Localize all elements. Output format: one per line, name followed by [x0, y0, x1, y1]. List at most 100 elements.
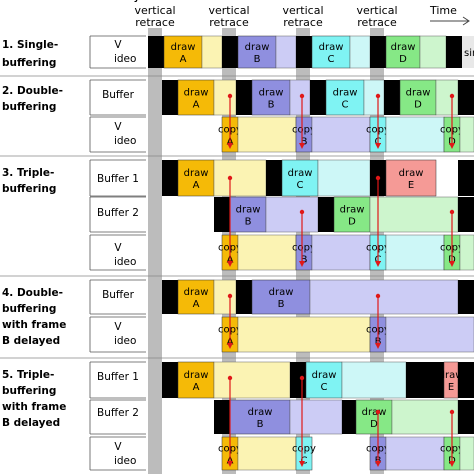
row-label: memory	[96, 0, 140, 3]
frame-display-block	[385, 234, 445, 271]
draw-label: draw	[362, 407, 387, 418]
clear-block	[266, 160, 282, 196]
draw-block	[163, 35, 203, 69]
clear-block	[148, 36, 164, 68]
draw-block	[229, 196, 267, 233]
frame-display-block	[201, 35, 223, 69]
row-label: Buffer 1	[97, 371, 139, 383]
clear-block	[458, 280, 474, 314]
draw-label: draw	[245, 42, 270, 53]
copy-arrow-head	[227, 261, 233, 267]
frame-label: A	[193, 299, 200, 310]
retrace-label: retrace	[283, 16, 323, 29]
clear-label: clear	[461, 284, 472, 310]
frame-display-block	[265, 196, 319, 233]
draw-block	[399, 79, 437, 116]
section-title: 3. Triple-	[2, 167, 54, 179]
section-title: buffering	[2, 303, 56, 315]
draw-label: draw	[399, 168, 424, 179]
clear-label: clear	[461, 367, 472, 393]
clear-block	[310, 80, 326, 115]
clear-block	[236, 80, 252, 115]
clear-label: clear	[165, 284, 176, 310]
clear-label: clear	[321, 201, 332, 227]
row-label: Buffer 2	[97, 207, 139, 219]
retrace-label: vertical	[356, 4, 397, 17]
row-label: memory	[96, 0, 140, 3]
frame-display-block	[309, 279, 459, 315]
retrace-band	[148, 28, 162, 474]
row-label: Video	[114, 321, 136, 347]
frame-display-block	[237, 436, 297, 471]
clear-label: clear	[461, 201, 472, 227]
clear-label: clear	[217, 404, 228, 430]
copy-arrow-head	[375, 461, 381, 467]
frame-label: D	[348, 217, 356, 228]
retrace-label: retrace	[135, 16, 175, 29]
copy-arrow-head	[375, 143, 381, 149]
frame-display-block	[369, 196, 459, 233]
clear-block	[222, 36, 238, 68]
retrace-label: vertical	[134, 4, 175, 17]
draw-label: draw	[312, 370, 337, 381]
retrace-label: vertical	[208, 4, 249, 17]
frame-display-block	[363, 79, 385, 116]
clear-label: clear	[151, 39, 162, 65]
clear-label: clear	[165, 165, 176, 191]
time-label: Time	[429, 4, 457, 17]
frame-display-block	[311, 234, 371, 271]
copy-label: copy	[292, 125, 316, 136]
clear-label: clear	[239, 284, 250, 310]
section-title: buffering	[2, 183, 56, 195]
clear-label: clear	[313, 84, 324, 110]
frame-display-block	[341, 361, 407, 399]
clear-label: clear	[165, 367, 176, 393]
row-label: memory	[96, 0, 140, 3]
clear-block	[214, 197, 230, 232]
clear-label: clear	[299, 39, 310, 65]
frame-display-block	[435, 79, 459, 116]
clear-label: clear	[387, 84, 398, 110]
draw-block	[311, 35, 351, 69]
frame-label: A	[193, 180, 200, 191]
clear-block	[162, 80, 178, 115]
frame-label: B	[301, 137, 308, 148]
draw-label: draw	[184, 168, 209, 179]
frame-label: A	[193, 100, 200, 111]
section-title: buffering	[2, 385, 56, 397]
draw-label: draw	[259, 88, 284, 99]
copy-label: copy	[292, 243, 316, 254]
copy-arrow-head	[227, 461, 233, 467]
retrace-label: retrace	[357, 16, 397, 29]
draw-label: draw	[184, 287, 209, 298]
section-title: B delayed	[2, 335, 60, 347]
row-label: Video	[114, 441, 136, 467]
time-arrow-head	[462, 16, 470, 26]
frame-display-block	[459, 116, 474, 153]
frame-label: C	[297, 180, 304, 191]
clear-block	[370, 36, 386, 68]
section-title: buffering	[2, 57, 56, 69]
draw-label: draw	[236, 205, 261, 216]
labels: verticalretraceverticalretraceverticalre…	[2, 0, 470, 467]
row-label: Video	[114, 121, 136, 147]
frame-label: E	[408, 180, 414, 191]
frame-display-block	[419, 35, 447, 69]
draw-label: draw	[248, 407, 273, 418]
draw-block	[237, 35, 277, 69]
truncated-block	[462, 36, 474, 68]
frame-display-block	[317, 159, 371, 197]
frame-label: B	[245, 217, 252, 228]
clear-block	[162, 280, 178, 314]
clear-block	[318, 197, 334, 232]
draw-block	[251, 79, 291, 116]
section-title: 5. Triple-	[2, 369, 54, 381]
frame-display-block	[311, 116, 371, 153]
row-label: Buffer 1	[97, 173, 139, 185]
copy-arrow-head	[375, 343, 381, 349]
row-label: Video	[114, 242, 136, 268]
frame-display-block	[459, 436, 474, 471]
clear-block	[458, 362, 474, 398]
frame-label: D	[414, 100, 422, 111]
